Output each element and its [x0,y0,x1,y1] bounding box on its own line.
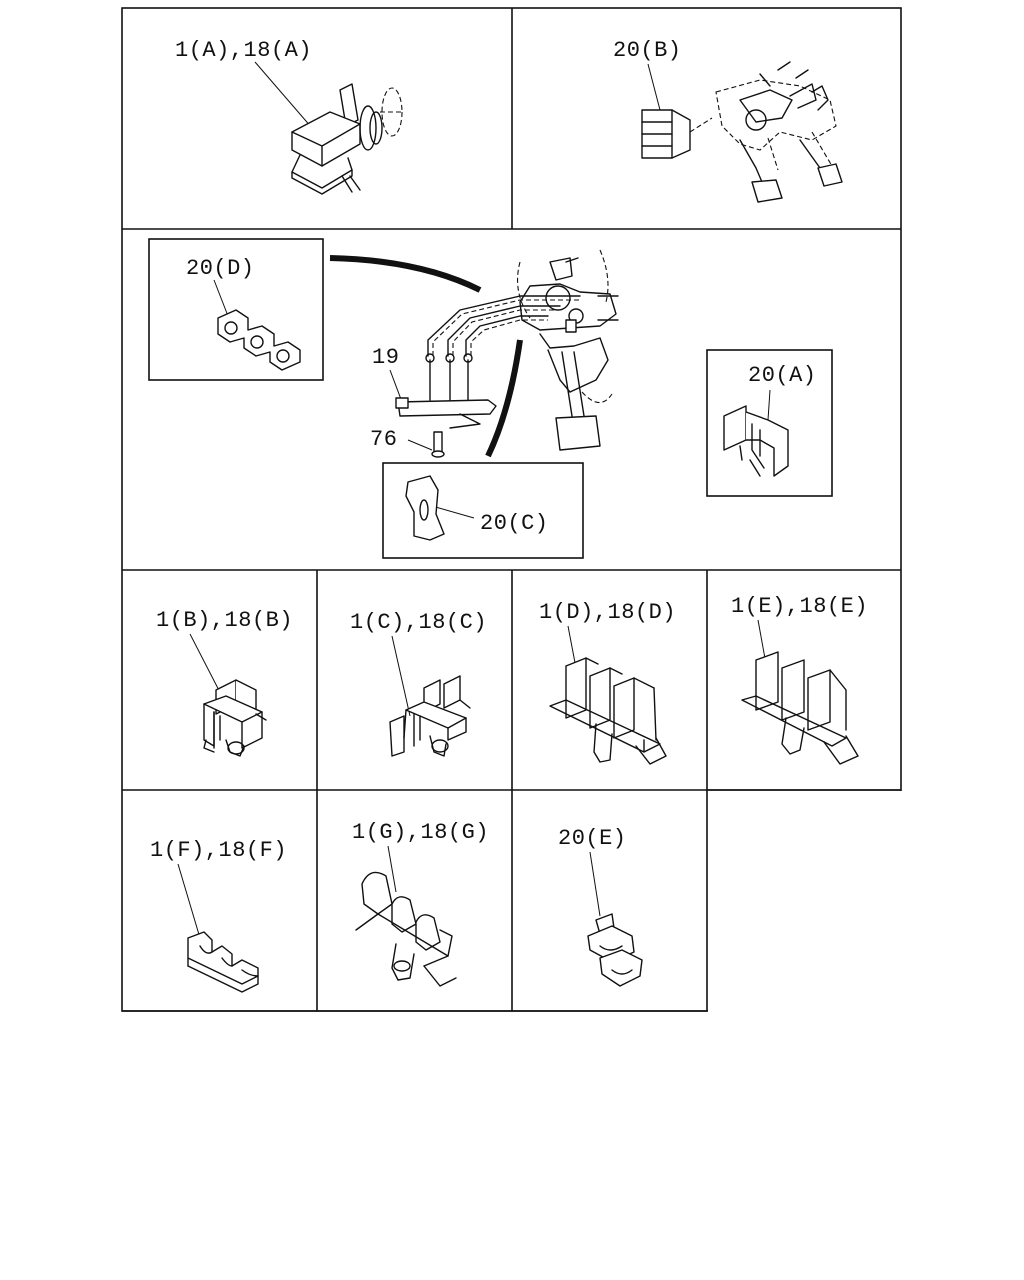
cell-clip-g: 1(G),18(G) [352,820,489,987]
brake-lines [425,295,581,401]
pedal-assembly-illustration [715,61,843,203]
diagram-grid [121,7,903,1013]
leader-line [213,279,229,317]
callout-clip-g: 1(G),18(G) [352,820,489,845]
clip-e-illustration [741,651,859,765]
leader-line [387,845,397,893]
pointer-to-20d [329,255,482,293]
bolt-76: 76 [370,427,445,458]
clip-20d-illustration [217,309,301,371]
clip-20c-illustration [405,475,445,541]
clip-f-illustration [187,931,259,993]
cell-clip-20b: 20(B) [613,38,843,203]
leader-line [431,505,475,519]
clip-b-illustration [203,679,267,757]
cell-clip-f: 1(F),18(F) [150,838,287,993]
bracket-19: 19 [372,345,497,429]
cell-clip-b: 1(B),18(B) [156,608,293,757]
cell-clip-e: 1(E),18(E) [731,594,868,765]
cell-clip-a: 1(A),18(A) [175,38,404,195]
inset-20d: 20(D) [148,238,324,381]
clip-d-illustration [549,657,667,765]
clip-20b-illustration [641,109,713,159]
leader-line [389,369,403,403]
cell-clip-c: 1(C),18(C) [350,610,487,757]
callout-20d: 20(D) [186,256,255,281]
clip-20e-illustration [587,913,643,987]
pedal-master-cylinder [517,249,619,451]
inset-20c: 20(C) [382,462,584,559]
callout-20b: 20(B) [613,38,682,63]
callout-clip-f: 1(F),18(F) [150,838,287,863]
cell-clip-d: 1(D),18(D) [539,600,676,765]
callout-clip-a: 1(A),18(A) [175,38,312,63]
callout-clip-d: 1(D),18(D) [539,600,676,625]
leader-line [767,389,771,421]
callout-19: 19 [372,345,399,370]
leader-line [647,63,661,111]
callout-76: 76 [370,427,397,452]
callout-20e: 20(E) [558,826,627,851]
cell-brake-line-area: 20(D) [148,238,833,559]
pointer-to-20c [485,339,523,458]
leader-line [391,635,411,717]
callout-20a: 20(A) [748,363,817,388]
callout-20c: 20(C) [480,511,549,536]
clip-a-illustration [291,83,404,195]
leader-line [177,863,201,939]
clip-g-illustration [355,871,457,987]
inset-20a: 20(A) [706,349,833,497]
callout-clip-b: 1(B),18(B) [156,608,293,633]
clip-20a-illustration [723,405,789,477]
callout-clip-e: 1(E),18(E) [731,594,868,619]
callout-clip-c: 1(C),18(C) [350,610,487,635]
leader-line [407,439,433,451]
leader-line [567,625,577,669]
leader-line [254,61,313,129]
leader-line [589,851,601,917]
clip-c-illustration [389,675,471,757]
cell-clip-20e: 20(E) [558,826,643,987]
